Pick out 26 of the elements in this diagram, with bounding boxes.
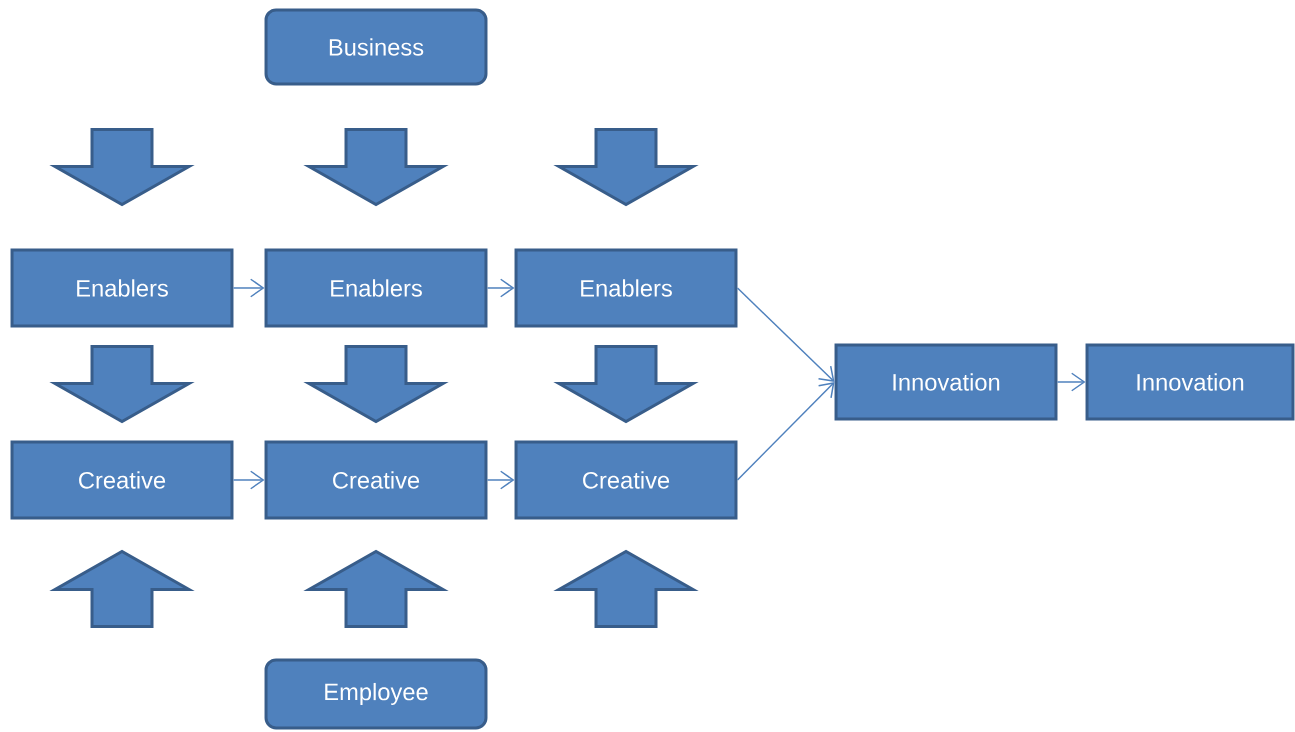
block-arrow: [49, 549, 195, 628]
arrow: [232, 470, 265, 490]
block-arrow: [49, 128, 195, 207]
block-arrow: [303, 128, 449, 207]
block-arrow: [553, 128, 699, 207]
arrow: [486, 278, 515, 298]
block-arrow: [303, 549, 449, 628]
process-box: Creative: [514, 440, 738, 520]
process-box: Innovation: [834, 343, 1058, 421]
arrow: [736, 287, 835, 382]
block-arrow: [553, 549, 699, 628]
arrow: [736, 382, 835, 481]
rounded-box: Employee: [264, 658, 488, 730]
arrow: [1056, 372, 1086, 392]
block-arrow: [553, 345, 699, 424]
arrow: [232, 278, 265, 298]
process-box: Enablers: [514, 248, 738, 328]
rounded-box: Business: [264, 8, 488, 86]
process-box: Creative: [264, 440, 488, 520]
block-arrow: [303, 345, 449, 424]
process-box: Creative: [10, 440, 234, 520]
process-box: Enablers: [264, 248, 488, 328]
process-box: Innovation: [1085, 343, 1295, 421]
process-box: Enablers: [10, 248, 234, 328]
block-arrow: [49, 345, 195, 424]
arrow: [486, 470, 515, 490]
